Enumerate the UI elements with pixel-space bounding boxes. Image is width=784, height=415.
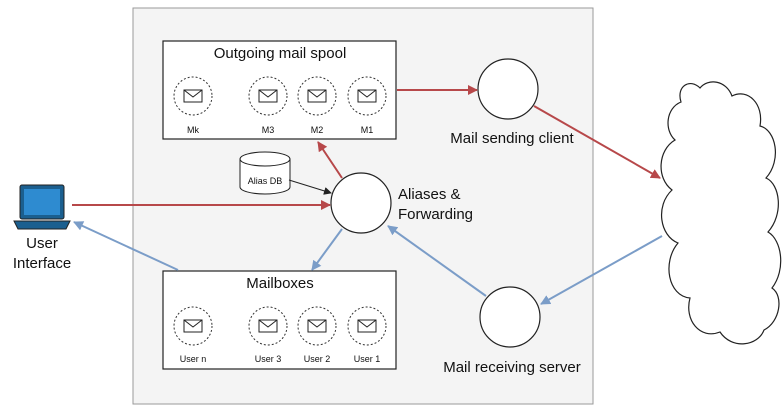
spool-message-label: M3: [262, 125, 275, 135]
envelope-icon: [307, 89, 327, 103]
arrow-aliases-to-mailboxes: [311, 228, 343, 271]
database-icon: [239, 151, 291, 195]
mailbox-label: User n: [180, 354, 207, 364]
mailbox-user-3: User 3: [248, 306, 288, 364]
envelope-icon: [357, 89, 377, 103]
arrow-mailboxes-to-ui: [73, 221, 179, 271]
user-interface-label-line1: User: [26, 235, 58, 252]
spool-message-m2: M2: [297, 76, 337, 135]
mailbox-user-2: User 2: [297, 306, 337, 364]
aliases-label-line1: Aliases &: [398, 186, 461, 203]
spool-message-label: M1: [361, 125, 374, 135]
sending-client-label: Mail sending client: [450, 130, 574, 147]
envelope-icon: [258, 89, 278, 103]
mailbox-user-n: User n: [173, 306, 213, 364]
arrow-aliases-to-spool: [317, 141, 343, 179]
spool-message-label: M2: [311, 125, 324, 135]
mailboxes-box: Mailboxes User n User 3 User 2 User 1: [162, 270, 397, 370]
spool-message-label: Mk: [187, 125, 199, 135]
alias-db: Alias DB: [239, 151, 291, 195]
mail-sending-client: Mail sending client: [450, 58, 575, 147]
receiving-server-label: Mail receiving server: [443, 359, 581, 376]
mailbox-label: User 3: [255, 354, 282, 364]
mailbox-label: User 2: [304, 354, 331, 364]
spool-message-mk: Mk: [173, 76, 213, 135]
spool-message-m1: M1: [347, 76, 387, 135]
arrow-sender-to-cloud: [533, 105, 661, 179]
cloud-icon: [660, 81, 782, 345]
envelope-icon: [307, 319, 327, 333]
envelope-icon: [183, 319, 203, 333]
mailboxes-title: Mailboxes: [246, 275, 314, 292]
user-interface-label-line2: Interface: [13, 255, 71, 272]
arrow-cloud-to-receiver: [540, 235, 663, 305]
aliases-forwarding-node: Aliases & Forwarding: [330, 172, 473, 234]
spool-message-m3: M3: [248, 76, 288, 135]
aliases-label-line2: Forwarding: [398, 206, 473, 223]
arrow-receiver-to-aliases: [387, 225, 487, 297]
computer-icon: [13, 184, 71, 230]
arrow-aliasdb-to-aliases: [288, 179, 332, 195]
alias-db-label: Alias DB: [248, 176, 283, 186]
mailbox-user-1: User 1: [347, 306, 387, 364]
envelope-icon: [357, 319, 377, 333]
mail-receiving-server: Mail receiving server: [443, 286, 581, 376]
outgoing-spool-box: Outgoing mail spool Mk M3 M2 M1: [162, 40, 397, 140]
envelope-icon: [183, 89, 203, 103]
outgoing-spool-title: Outgoing mail spool: [214, 45, 347, 62]
envelope-icon: [258, 319, 278, 333]
mailbox-label: User 1: [354, 354, 381, 364]
